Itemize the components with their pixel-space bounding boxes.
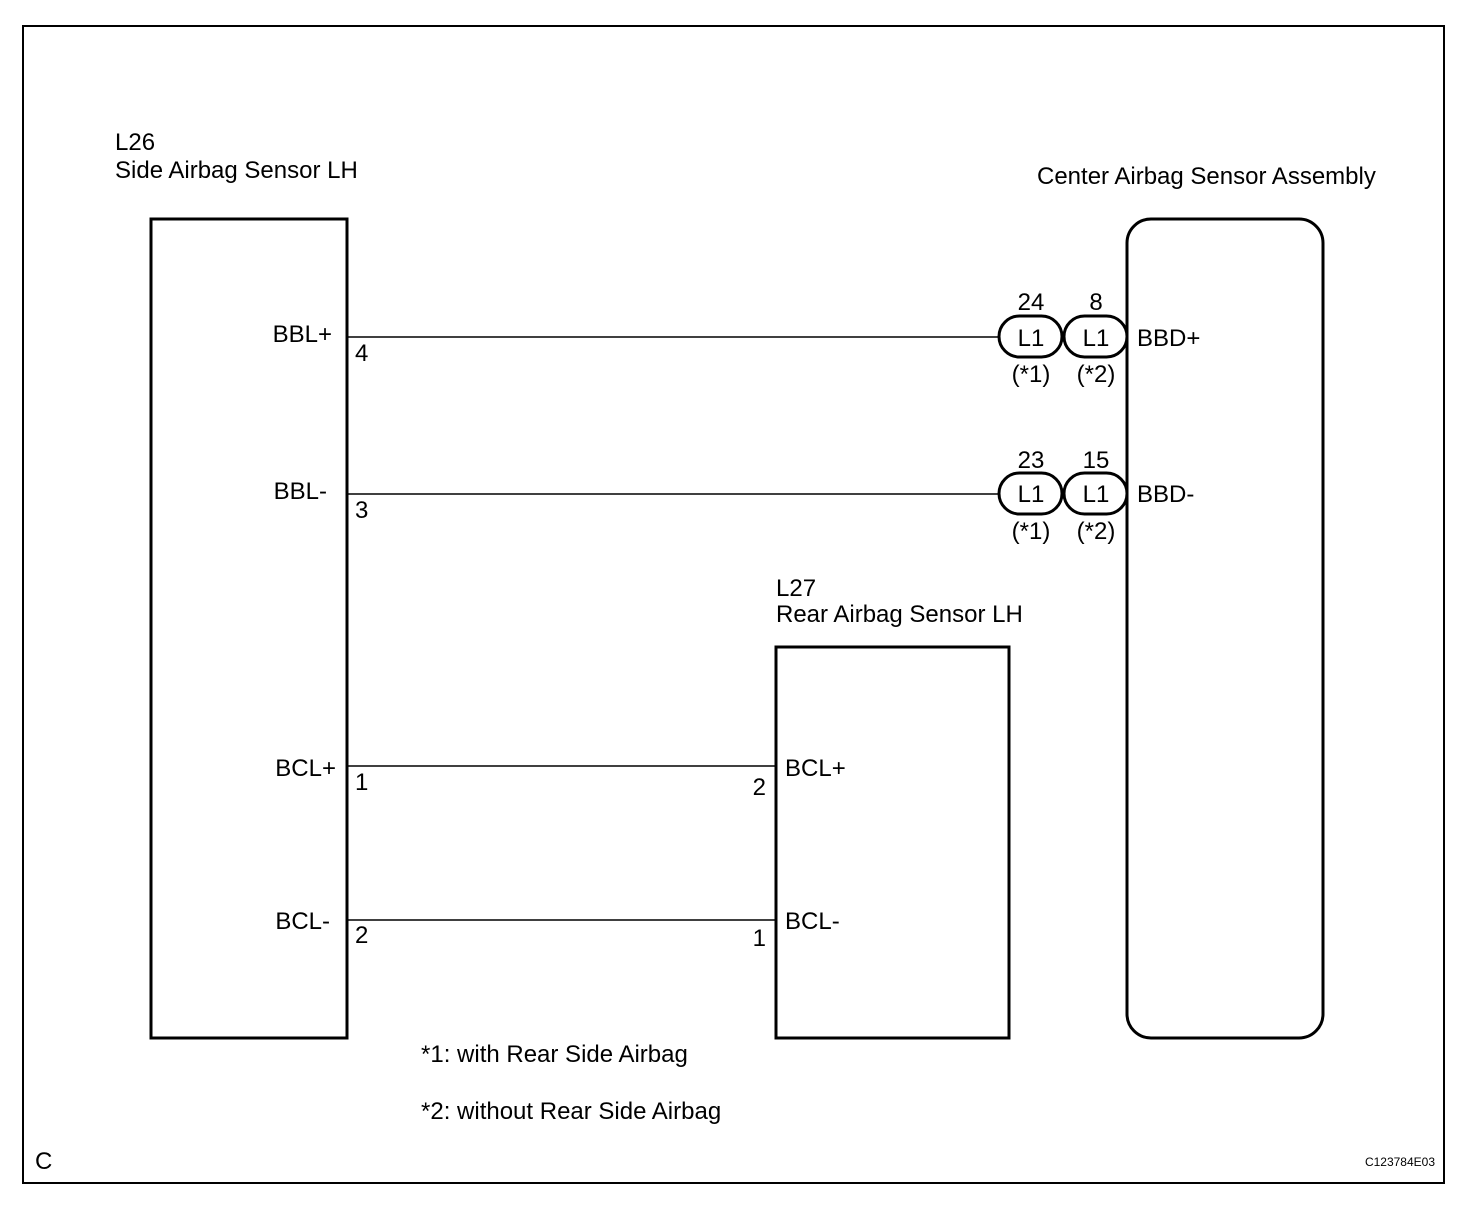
- rear-pin-signal-bcl-plus: BCL+: [785, 755, 846, 782]
- center-pin-signal-bbd-minus: BBD-: [1137, 481, 1194, 508]
- rear-pin-number-2: 2: [753, 774, 766, 801]
- center-pin-signal-bbd-plus: BBD+: [1137, 325, 1200, 352]
- connector-pin-15: 15: [1083, 447, 1110, 474]
- connector-pin-24: 24: [1018, 289, 1045, 316]
- side-pin-signal-bbl-plus: BBL+: [273, 321, 332, 348]
- footnote-2: *2: without Rear Side Airbag: [421, 1098, 721, 1125]
- rear-sensor-code: L27: [776, 575, 816, 602]
- side-sensor-name: Side Airbag Sensor LH: [115, 157, 358, 184]
- connector-l1-b-minus: [1062, 471, 1129, 516]
- connector-note-2: (*2): [1077, 361, 1116, 388]
- side-pin-signal-bcl-plus: BCL+: [275, 755, 336, 782]
- center-sensor-box: [1125, 217, 1325, 1040]
- connector-pin-8: 8: [1089, 289, 1102, 316]
- footnote-1: *1: with Rear Side Airbag: [421, 1041, 688, 1068]
- side-pin-number-1: 1: [355, 769, 368, 796]
- side-pin-number-3: 3: [355, 497, 368, 524]
- corner-letter: C: [35, 1148, 52, 1175]
- side-pin-signal-bbl-minus: BBL-: [274, 478, 327, 505]
- connector-l1-a-minus: [997, 471, 1064, 516]
- connector-name-l1: L1: [1083, 325, 1110, 352]
- connector-name-l1: L1: [1083, 481, 1110, 508]
- connector-name-l1: L1: [1018, 481, 1045, 508]
- connector-l1-b-plus: [1062, 314, 1129, 359]
- figure-code: C123784E03: [1365, 1155, 1435, 1169]
- connector-pin-23: 23: [1018, 447, 1045, 474]
- rear-pin-number-1: 1: [753, 925, 766, 952]
- side-sensor-box: [149, 217, 349, 1040]
- connector-l1-a-plus: [997, 314, 1064, 359]
- center-sensor-name: Center Airbag Sensor Assembly: [1037, 163, 1376, 190]
- connector-note-1: (*1): [1012, 361, 1051, 388]
- side-sensor-code: L26: [115, 129, 155, 156]
- diagram-frame: [22, 25, 1445, 1184]
- rear-pin-signal-bcl-minus: BCL-: [785, 908, 840, 935]
- connector-note-1: (*1): [1012, 518, 1051, 545]
- side-pin-signal-bcl-minus: BCL-: [275, 908, 330, 935]
- side-pin-number-2: 2: [355, 922, 368, 949]
- side-pin-number-4: 4: [355, 340, 368, 367]
- connector-name-l1: L1: [1018, 325, 1045, 352]
- rear-sensor-name: Rear Airbag Sensor LH: [776, 601, 1023, 628]
- connector-note-2: (*2): [1077, 518, 1116, 545]
- rear-sensor-box: [774, 645, 1011, 1040]
